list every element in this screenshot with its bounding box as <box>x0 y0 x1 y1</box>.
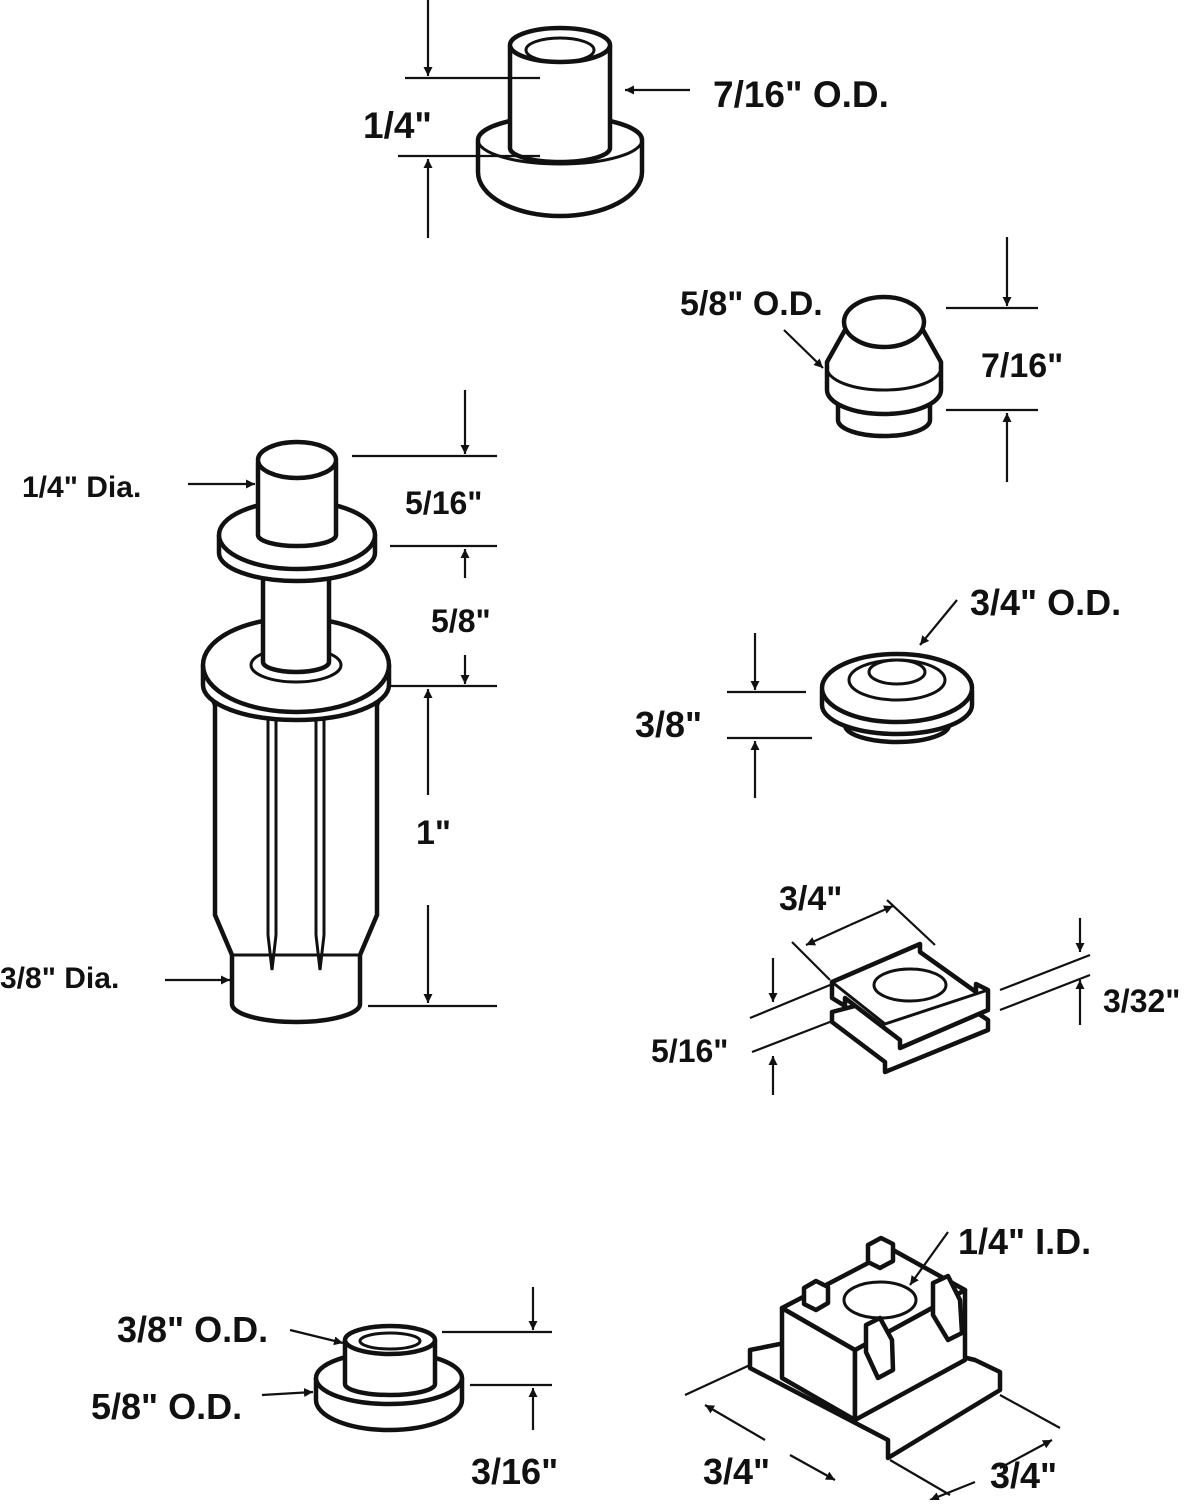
part-barrel-roller: 5/8" O.D. 7/16" <box>680 237 1063 482</box>
label-od: 7/16" O.D. <box>713 74 889 115</box>
pin-top <box>255 462 339 549</box>
label-body-height: 1" <box>416 814 451 852</box>
label-neck-height: 5/8" <box>431 603 491 639</box>
label-id: 1/4" I.D. <box>958 1221 1091 1262</box>
od-leader-arrow <box>783 329 824 369</box>
label-od: 5/8" O.D. <box>680 285 823 323</box>
pin-neck <box>260 575 332 675</box>
bushing-top <box>507 25 613 65</box>
label-body-dia: 3/8" Dia. <box>0 962 119 995</box>
label-top-od: 3/8" O.D. <box>117 1309 268 1350</box>
label-width: 3/4" <box>779 880 842 918</box>
label-base-od: 5/8" O.D. <box>91 1386 242 1427</box>
roller-body <box>824 327 944 417</box>
label-height: 1/4" <box>363 105 432 146</box>
label-od: 3/4" O.D. <box>970 582 1121 623</box>
part-flat-roller: 3/4" O.D. 3/8" <box>635 582 1121 798</box>
part-pivot-pin: 1/4" Dia. 5/16" 5/8" 1" 3/8" Dia. <box>0 390 497 1025</box>
part-flanged-bushing: 1/4" 7/16" O.D. <box>363 0 889 238</box>
part-square-clip: 3/4" 5/16" 3/32" <box>651 880 1180 1095</box>
flat-roller-top <box>819 651 975 725</box>
label-width-right: 3/4" <box>990 1455 1057 1496</box>
label-height: 7/16" <box>981 347 1063 385</box>
pin-body <box>202 677 391 1025</box>
label-height: 5/16" <box>651 1033 728 1069</box>
part-small-bushing: 3/8" O.D. 5/8" O.D. 3/16" <box>91 1287 558 1492</box>
clip-upper-plate <box>829 941 991 1051</box>
label-pin-dia: 1/4" Dia. <box>22 471 141 504</box>
roller-top <box>841 294 927 350</box>
id-leader-arrow <box>909 1231 949 1286</box>
part-cage-nut: 1/4" I.D. 3/4" 3/4" <box>684 1221 1091 1502</box>
label-pin-height: 5/16" <box>405 485 482 521</box>
od-leader-arrow <box>919 599 958 646</box>
label-width-left: 3/4" <box>703 1451 770 1492</box>
label-height: 3/16" <box>471 1451 558 1492</box>
cage-block-top <box>779 1247 968 1353</box>
label-thickness: 3/32" <box>1103 983 1180 1019</box>
label-height: 3/8" <box>635 704 702 745</box>
dim-line-top-left <box>749 983 831 1020</box>
bushing-sleeve <box>507 45 613 165</box>
